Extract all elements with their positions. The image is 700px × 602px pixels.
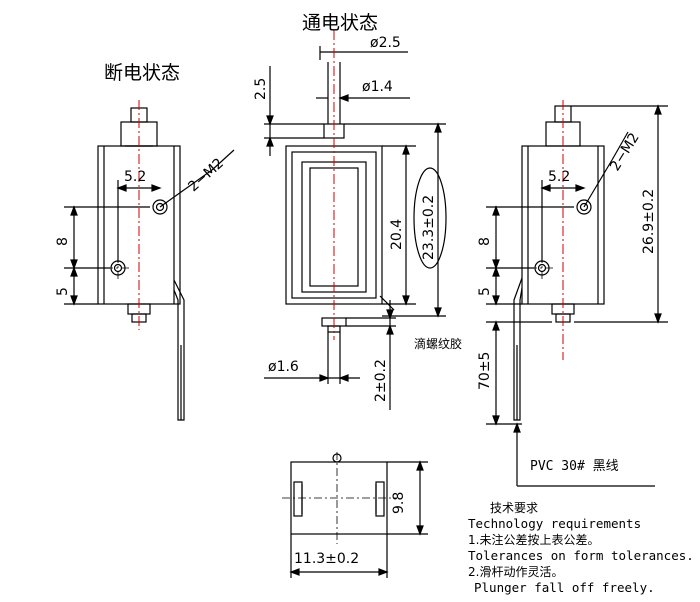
dim-bottom-pin-len: 2±0.2	[373, 359, 389, 402]
req1-cn: 1.未注公差按上表公差。	[468, 533, 600, 547]
center-view	[264, 46, 447, 410]
dim-total-height-right: 26.9±0.2	[641, 188, 657, 254]
req-title-cn: 技术要求	[490, 501, 539, 515]
req2-cn: 2.滑杆动作灵活。	[468, 565, 564, 579]
req-title-en: Technology requirements	[468, 516, 642, 531]
right-view	[486, 104, 668, 487]
dim-top-view-width: 11.3±0.2	[294, 551, 360, 567]
dim-top-view-height: 9.8	[391, 491, 407, 514]
wire-spec: PVC 30# 黑线	[530, 459, 619, 474]
top-view	[289, 453, 428, 578]
req1-en: Tolerances on form tolerances.	[468, 548, 694, 563]
left-view	[64, 107, 235, 421]
left-hole-top	[152, 199, 168, 215]
dim-total-height-center: 23.3±0.2	[421, 194, 437, 260]
dim-pin-dia: ø1.4	[362, 79, 393, 95]
dim-bottom-pin-dia: ø1.6	[268, 359, 299, 375]
dim-hole-spacing-left: 5.2	[124, 169, 147, 185]
dim-left-5: 5	[55, 287, 71, 296]
deenergized-title: 断电状态	[104, 62, 181, 84]
dim-right-5: 5	[477, 287, 493, 296]
dim-shaft-dia: ø2.5	[370, 35, 401, 51]
center-lines	[138, 30, 564, 360]
dim-right-8: 8	[477, 237, 493, 246]
dim-body-height: 20.4	[389, 218, 405, 250]
dim-stroke: 2.5	[253, 77, 269, 100]
energized-title: 通电状态	[302, 12, 379, 34]
thread-glue-note: 滴螺纹胶	[414, 337, 463, 351]
req2-en: Plunger fall off freely.	[474, 580, 655, 595]
dim-hole-spacing-right: 5.2	[548, 169, 571, 185]
dim-lead-length: 70±5	[477, 351, 493, 390]
dim-left-8: 8	[55, 237, 71, 246]
